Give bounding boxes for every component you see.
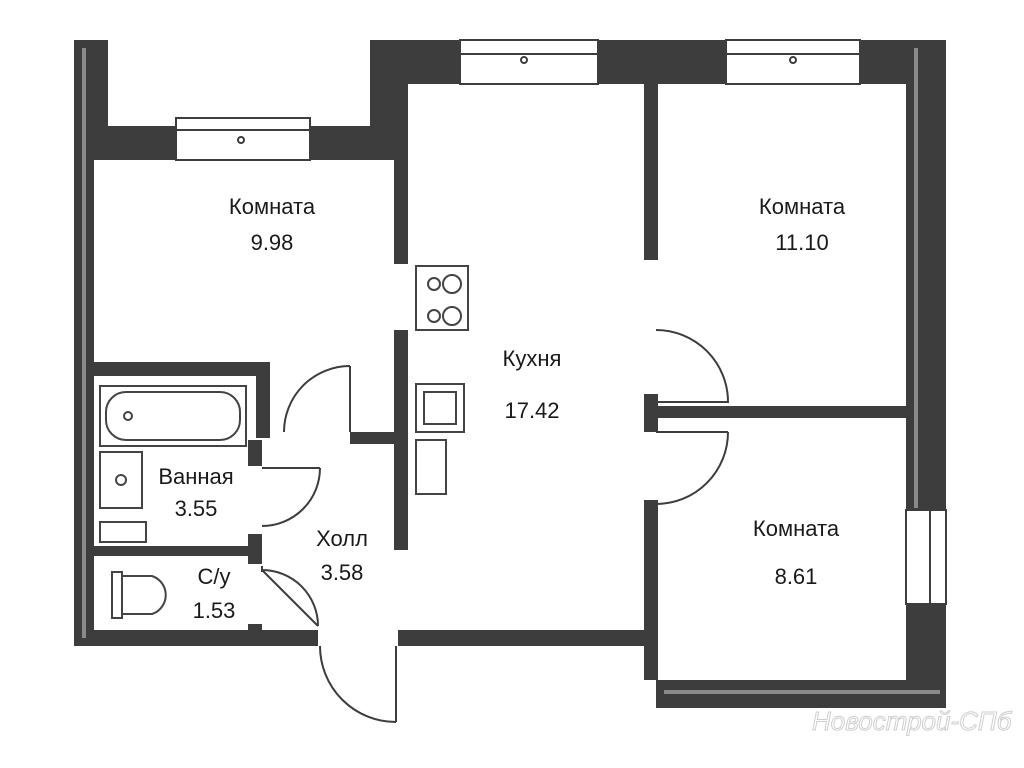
kitchen-sink	[415, 383, 465, 433]
room-label-wc: С/у	[198, 564, 231, 589]
window-small-room	[905, 509, 947, 605]
room-label-small: Комната	[753, 516, 840, 541]
bathroom-sink	[99, 451, 143, 509]
door-wc	[261, 566, 319, 627]
door-entrance	[319, 645, 397, 723]
room-area-wc: 1.53	[193, 598, 236, 623]
toilet-tank	[111, 571, 123, 619]
window-details	[176, 53, 931, 604]
door-bathroom	[261, 467, 321, 527]
window-kitchen	[459, 39, 599, 85]
door-left-room	[283, 365, 351, 433]
room-area-kitchen: 17.42	[504, 398, 559, 423]
doors	[261, 329, 730, 723]
room-area-right: 11.10	[775, 230, 828, 255]
stove	[415, 265, 469, 331]
interior-walls	[88, 84, 906, 680]
room-label-right: Комната	[759, 194, 846, 219]
fixtures	[99, 265, 469, 619]
watermark: Новострой-СПб	[812, 706, 1013, 736]
room-label-left: Комната	[229, 194, 316, 219]
door-small-room	[655, 431, 729, 505]
room-label-hall: Холл	[316, 526, 368, 551]
bathtub	[99, 385, 247, 447]
room-label-kitchen: Кухня	[503, 346, 562, 371]
room-label-bathroom: Ванная	[158, 464, 233, 489]
room-area-bathroom: 3.55	[175, 496, 218, 521]
room-area-small: 8.61	[775, 564, 818, 589]
wall-highlights	[82, 48, 940, 694]
room-labels: Комната 9.98 Кухня 17.42 Комната 11.10 К…	[158, 194, 846, 623]
toilet-bowl	[121, 575, 167, 615]
counter	[415, 439, 447, 495]
door-right-room	[655, 329, 730, 403]
room-area-hall: 3.58	[321, 560, 364, 585]
room-area-left: 9.98	[251, 230, 294, 255]
